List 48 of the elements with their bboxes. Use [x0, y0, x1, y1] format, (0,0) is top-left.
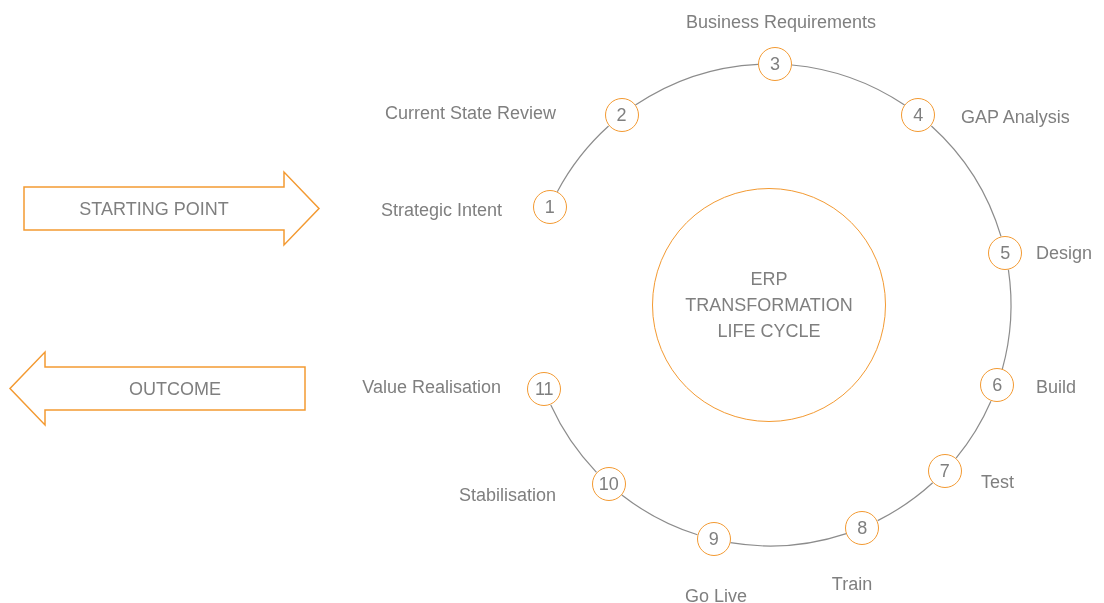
step-label: Value Realisation: [362, 376, 501, 398]
step-number: 4: [913, 104, 924, 128]
connector-arc: [930, 125, 1002, 237]
connector-arc: [729, 533, 847, 547]
step-circle: [604, 98, 639, 133]
step-circle: [696, 522, 731, 557]
block-arrow: [10, 352, 305, 425]
step-circle: [591, 467, 626, 502]
connector-arc: [634, 63, 759, 106]
connector-arc: [877, 482, 934, 522]
step-label: Design: [1036, 242, 1093, 264]
step-number: 2: [616, 104, 627, 128]
step-number: 11: [534, 378, 554, 402]
step-circle: [927, 453, 962, 488]
step-label: Current State Review: [384, 102, 556, 124]
connector-arc: [550, 404, 598, 473]
arrow-label: OUTCOME: [129, 377, 221, 401]
step-label: GAP Analysis: [961, 106, 1070, 128]
step-circle: [980, 368, 1015, 403]
step-label: Go Live: [685, 585, 747, 603]
step-label: Stabilisation: [458, 484, 556, 506]
step-circle: [758, 47, 793, 82]
connector-arc: [1001, 269, 1012, 370]
step-circle: [988, 235, 1023, 270]
step-number: 6: [992, 374, 1003, 398]
step-circle: [845, 510, 880, 545]
step-number: 5: [1000, 241, 1011, 265]
step-label: Test: [981, 471, 1014, 493]
connector-arc: [621, 494, 698, 536]
step-label: Build: [1036, 376, 1077, 398]
step-number: 9: [708, 528, 719, 552]
connector-arc: [791, 64, 906, 106]
step-number: 7: [939, 459, 950, 483]
step-circle: [901, 98, 936, 133]
step-label: Strategic Intent: [380, 199, 502, 221]
connector-arc: [556, 125, 610, 193]
center-title: ERP TRANSFORMATION LIFE CYCLE: [684, 268, 854, 343]
step-number: 8: [857, 516, 868, 540]
step-circle: [527, 372, 562, 407]
step-number: 1: [544, 195, 555, 219]
step-label: Business Requirements: [685, 11, 877, 33]
connector-arc: [955, 400, 992, 459]
block-arrow: [24, 172, 319, 245]
step-circle: [532, 189, 567, 224]
step-number: 10: [598, 473, 619, 497]
arrow-label: STARTING POINT: [79, 197, 229, 221]
step-label: Train: [831, 573, 873, 595]
step-number: 3: [770, 53, 781, 77]
